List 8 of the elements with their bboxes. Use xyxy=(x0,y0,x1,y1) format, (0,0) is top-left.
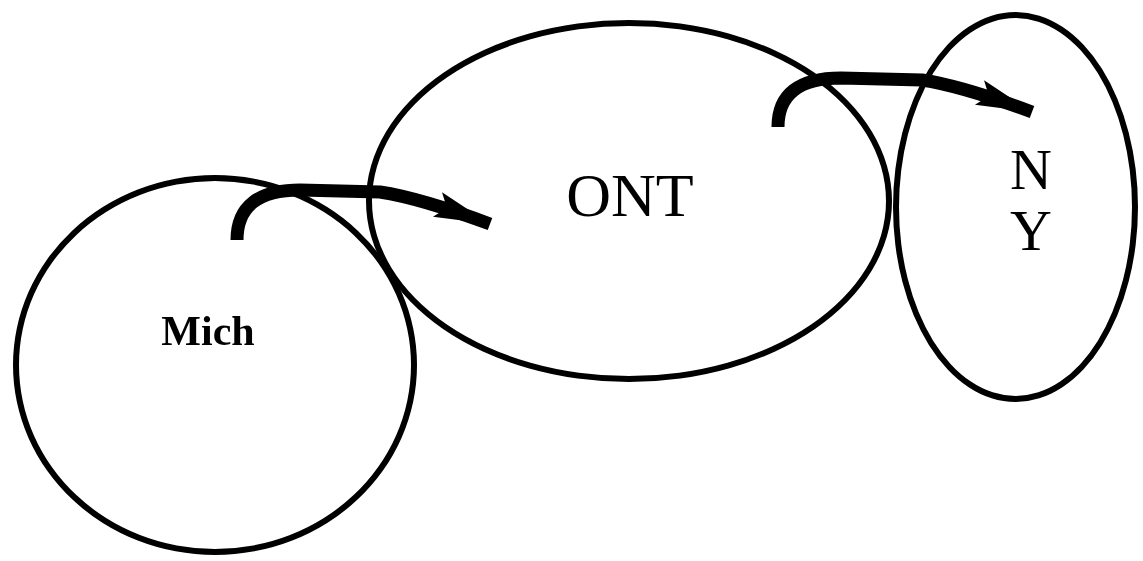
curved-arrow xyxy=(230,183,493,241)
curved-arrow xyxy=(771,71,1035,128)
region-label: Mich xyxy=(161,308,255,354)
region-ellipse xyxy=(366,20,892,382)
region-ellipse xyxy=(893,12,1138,402)
region-ellipse xyxy=(13,175,417,555)
region-label: ONT xyxy=(566,163,694,229)
region-label: N Y xyxy=(1009,140,1053,262)
